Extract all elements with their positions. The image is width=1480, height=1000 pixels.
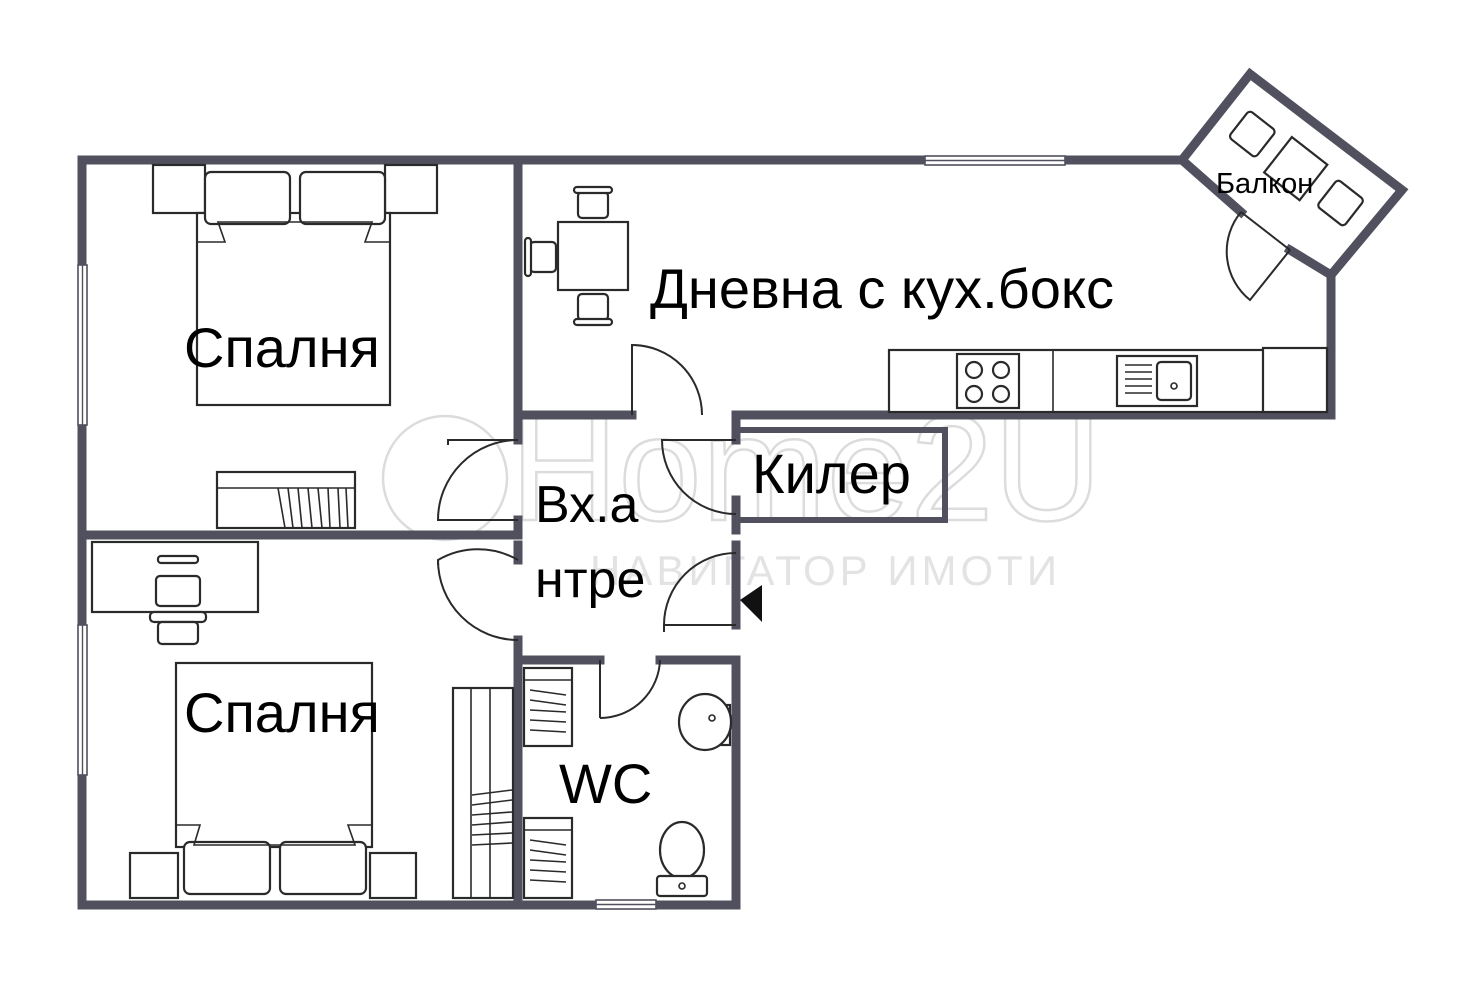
watermark-tagline: НАВИГАТОР ИМОТИ bbox=[590, 547, 1061, 594]
door-wc bbox=[599, 659, 661, 719]
wardrobe-top bbox=[215, 470, 357, 530]
bed-bottom bbox=[128, 661, 418, 900]
door-bedroom-top bbox=[436, 439, 519, 521]
room-label-pantry: Килер bbox=[752, 442, 911, 505]
room-label-living: Дневна с кух.бокс bbox=[650, 257, 1114, 320]
bed-top bbox=[151, 163, 439, 407]
washbasin-icon bbox=[677, 692, 733, 752]
wc-shelves bbox=[522, 666, 574, 900]
doors bbox=[436, 211, 1291, 719]
door-bedroom-bottom bbox=[437, 548, 519, 641]
entrance-arrow-icon bbox=[740, 585, 762, 622]
door-pantry bbox=[660, 439, 737, 515]
room-label-hall-line1: Вх.а bbox=[535, 476, 639, 534]
dining-table bbox=[523, 185, 630, 327]
stove-icon bbox=[955, 352, 1021, 410]
room-label-wc: WC bbox=[559, 752, 652, 815]
windows bbox=[77, 155, 1066, 910]
door-living bbox=[631, 343, 703, 416]
room-label-bedroom-top: Спалня bbox=[184, 316, 380, 379]
toilet-icon bbox=[655, 820, 709, 898]
room-label-bedroom-bottom: Спалня bbox=[184, 681, 380, 744]
balcony-furniture bbox=[1228, 110, 1364, 227]
desk bbox=[90, 540, 260, 646]
door-balcony bbox=[1225, 211, 1291, 302]
room-label-balcony: Балкон bbox=[1216, 168, 1313, 200]
door-entrance bbox=[663, 552, 737, 632]
kitchen-counter bbox=[887, 346, 1329, 414]
watermark-logo-icon bbox=[381, 414, 509, 542]
room-label-hall-line2: нтре bbox=[535, 551, 645, 609]
wardrobe-bottom bbox=[451, 686, 515, 900]
